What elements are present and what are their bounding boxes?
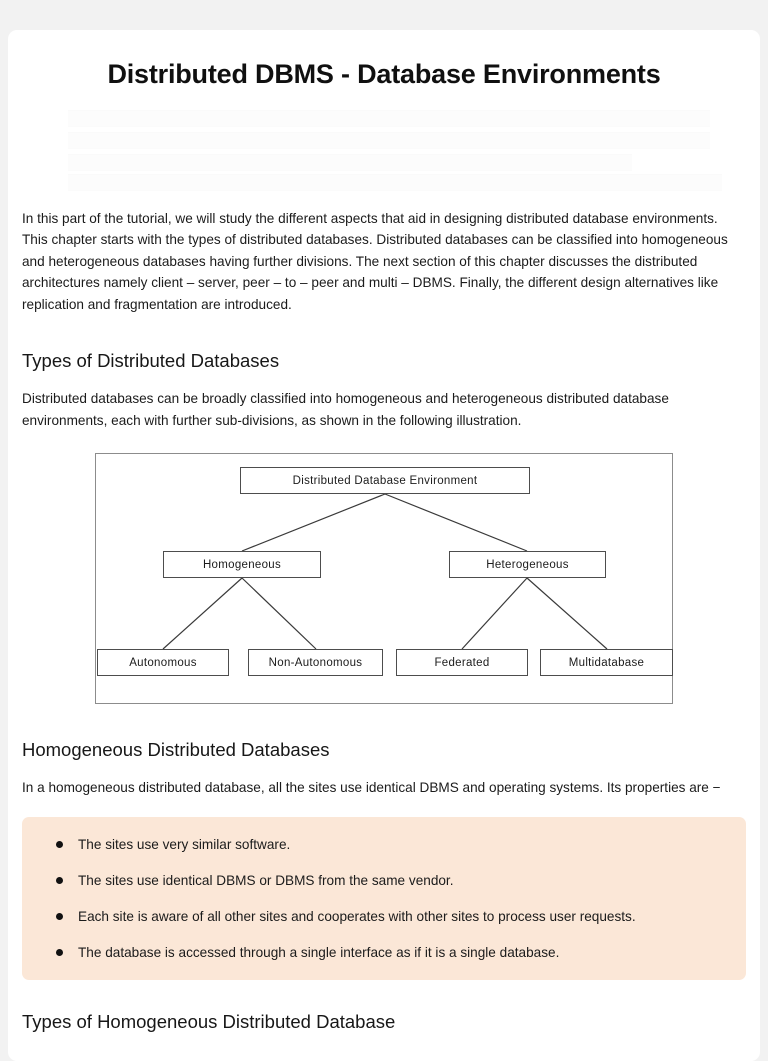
list-item: The sites use very similar software. <box>42 834 724 855</box>
list-item: Each site is aware of all other sites an… <box>42 906 724 927</box>
article-content: In this part of the tutorial, we will st… <box>8 208 760 1035</box>
diagram-node-root: Distributed Database Environment <box>240 467 530 495</box>
article-card: Distributed DBMS - Database Environments… <box>8 30 760 1061</box>
heading-types-of-homogeneous-distributed-database: Types of Homogeneous Distributed Databas… <box>22 1010 396 1032</box>
bullet-icon <box>56 876 63 884</box>
diagram-node-heterogeneous: Heterogeneous <box>449 551 606 579</box>
bullet-icon <box>56 840 63 848</box>
bullet-icon <box>56 948 63 956</box>
distributed-database-tree-diagram-wrapper: Distributed Database Environment Homogen… <box>22 453 746 705</box>
placeholder-line <box>68 131 710 149</box>
list-item: The database is accessed through a singl… <box>42 942 724 963</box>
placeholder-block <box>16 106 752 194</box>
placeholder-line <box>68 109 710 127</box>
properties-list: The sites use very similar software. The… <box>42 834 724 963</box>
list-item-label: The database is accessed through a singl… <box>78 944 560 960</box>
distributed-database-tree-diagram: Distributed Database Environment Homogen… <box>95 453 673 705</box>
placeholder-line <box>68 153 632 171</box>
list-item-label: The sites use very similar software. <box>78 836 291 852</box>
diagram-node-federated: Federated <box>396 649 528 677</box>
intro-paragraph: In this part of the tutorial, we will st… <box>22 210 728 312</box>
list-item-label: The sites use identical DBMS or DBMS fro… <box>78 872 454 888</box>
page-title: Distributed DBMS - Database Environments <box>107 59 661 89</box>
list-item-label: Each site is aware of all other sites an… <box>78 908 636 924</box>
diagram-node-homogeneous: Homogeneous <box>163 551 321 579</box>
diagram-node-non-autonomous: Non-Autonomous <box>248 649 383 677</box>
paragraph-homogeneous-distributed-databases: In a homogeneous distributed database, a… <box>22 780 721 796</box>
diagram-node-multidatabase: Multidatabase <box>540 649 673 677</box>
placeholder-line <box>68 173 722 191</box>
bullet-icon <box>56 912 63 920</box>
heading-homogeneous-distributed-databases: Homogeneous Distributed Databases <box>22 739 330 761</box>
properties-note-box: The sites use very similar software. The… <box>22 816 746 980</box>
list-item: The sites use identical DBMS or DBMS fro… <box>42 870 724 891</box>
paragraph-types-of-distributed-databases: Distributed databases can be broadly cla… <box>22 391 669 428</box>
heading-types-of-distributed-databases: Types of Distributed Databases <box>22 350 280 372</box>
diagram-node-autonomous: Autonomous <box>97 649 229 677</box>
tree-connector-lines <box>162 493 608 650</box>
